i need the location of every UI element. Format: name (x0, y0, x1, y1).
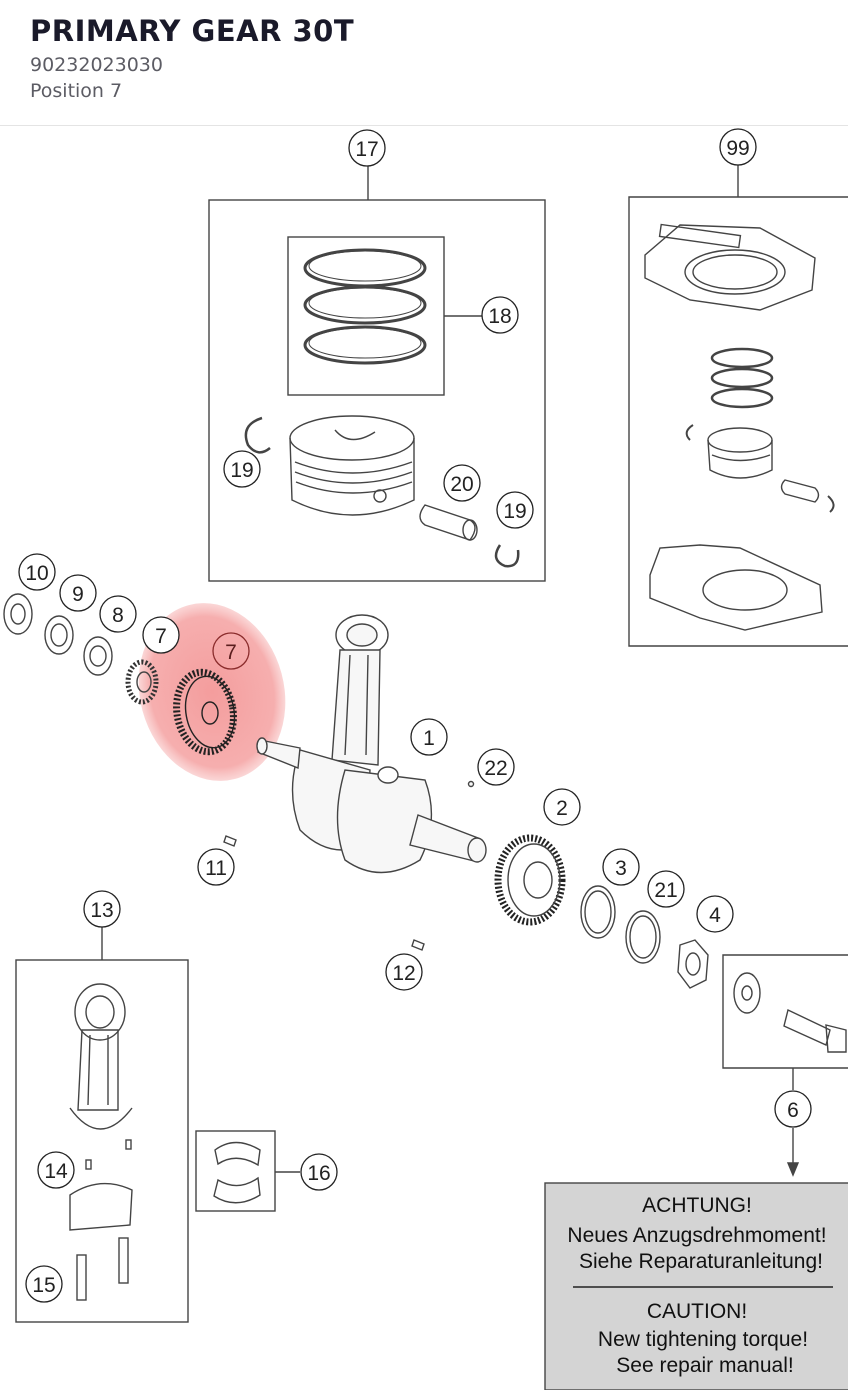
svg-text:12: 12 (392, 962, 415, 985)
svg-text:10: 10 (25, 562, 48, 585)
svg-text:1: 1 (423, 727, 435, 750)
warning-de-line1: Neues Anzugsdrehmoment! (567, 1224, 826, 1247)
right-side-parts (494, 834, 848, 1177)
warning-de-title: ACHTUNG! (642, 1194, 752, 1217)
callout-99[interactable]: 99 (719, 128, 757, 166)
left-small-parts (3, 593, 425, 951)
callout-7-selected[interactable]: 7 (212, 632, 250, 670)
exploded-parts-diagram: 17 99 18 19 20 19 10 9 8 7 7 1 22 2 11 3… (3, 128, 848, 1390)
svg-text:4: 4 (709, 904, 721, 927)
svg-text:2: 2 (556, 797, 568, 820)
callout-16[interactable]: 16 (300, 1153, 338, 1191)
callout-14[interactable]: 14 (37, 1151, 75, 1189)
callout-10[interactable]: 9 (59, 574, 97, 612)
gasket-kit-group (628, 164, 848, 647)
svg-text:22: 22 (484, 757, 507, 780)
callout-18[interactable]: 18 (481, 296, 519, 334)
part-header: PRIMARY GEAR 30T 90232023030 Position 7 (0, 0, 848, 126)
svg-text:17: 17 (355, 138, 378, 161)
part-number: 90232023030 (30, 54, 163, 76)
selected-part-highlight (138, 603, 286, 781)
crankshaft (256, 614, 487, 874)
warning-en-line1: New tightening torque! (598, 1328, 808, 1351)
svg-text:18: 18 (488, 305, 511, 328)
svg-text:3: 3 (615, 857, 627, 880)
callout-12[interactable]: 11 (197, 848, 235, 886)
piston-kit-group (208, 166, 546, 582)
callout-22[interactable]: 22 (477, 748, 515, 786)
callout-12[interactable]: 12 (385, 953, 423, 991)
callout-4[interactable]: 4 (696, 895, 734, 933)
svg-text:19: 19 (503, 500, 526, 523)
svg-text:7: 7 (155, 625, 167, 648)
svg-text:16: 16 (307, 1162, 330, 1185)
callouts: 17 99 18 19 20 19 10 9 8 7 7 1 22 2 11 3… (18, 128, 812, 1303)
warning-de-line2: Siehe Reparaturanleitung! (579, 1250, 823, 1273)
part-position: Position 7 (30, 80, 123, 102)
callout-19[interactable]: 19 (223, 450, 261, 488)
svg-text:99: 99 (726, 137, 749, 160)
callout-11[interactable]: 10 (18, 553, 56, 591)
svg-text:11: 11 (205, 857, 227, 880)
callout-21[interactable]: 21 (647, 870, 685, 908)
svg-text:8: 8 (112, 604, 124, 627)
svg-text:21: 21 (654, 879, 677, 902)
callout-3[interactable]: 3 (602, 848, 640, 886)
callout-9[interactable]: 8 (99, 595, 137, 633)
warning-en-title: CAUTION! (647, 1300, 747, 1323)
primary-gear-7 (173, 668, 237, 756)
callout-1[interactable]: 1 (410, 718, 448, 756)
svg-text:13: 13 (90, 899, 113, 922)
callout-8[interactable]: 7 (142, 616, 180, 654)
part-title: PRIMARY GEAR 30T (30, 14, 355, 48)
warning-en-line2: See repair manual! (616, 1354, 793, 1377)
callout-15[interactable]: 15 (25, 1265, 63, 1303)
warning-box: ACHTUNG! Neues Anzugsdrehmoment! Siehe R… (544, 1182, 848, 1390)
conrod-kit-group (15, 927, 300, 1323)
callout-2[interactable]: 2 (543, 788, 581, 826)
callout-19[interactable]: 19 (496, 491, 534, 529)
svg-text:19: 19 (230, 459, 253, 482)
svg-text:7: 7 (225, 641, 237, 664)
callout-17[interactable]: 17 (348, 129, 386, 167)
callout-20[interactable]: 20 (443, 464, 481, 502)
svg-text:15: 15 (32, 1274, 55, 1297)
svg-text:6: 6 (787, 1099, 799, 1122)
svg-text:9: 9 (72, 583, 84, 606)
svg-text:20: 20 (450, 473, 473, 496)
callout-6[interactable]: 6 (774, 1090, 812, 1128)
callout-13[interactable]: 13 (83, 890, 121, 928)
svg-text:14: 14 (44, 1160, 68, 1183)
